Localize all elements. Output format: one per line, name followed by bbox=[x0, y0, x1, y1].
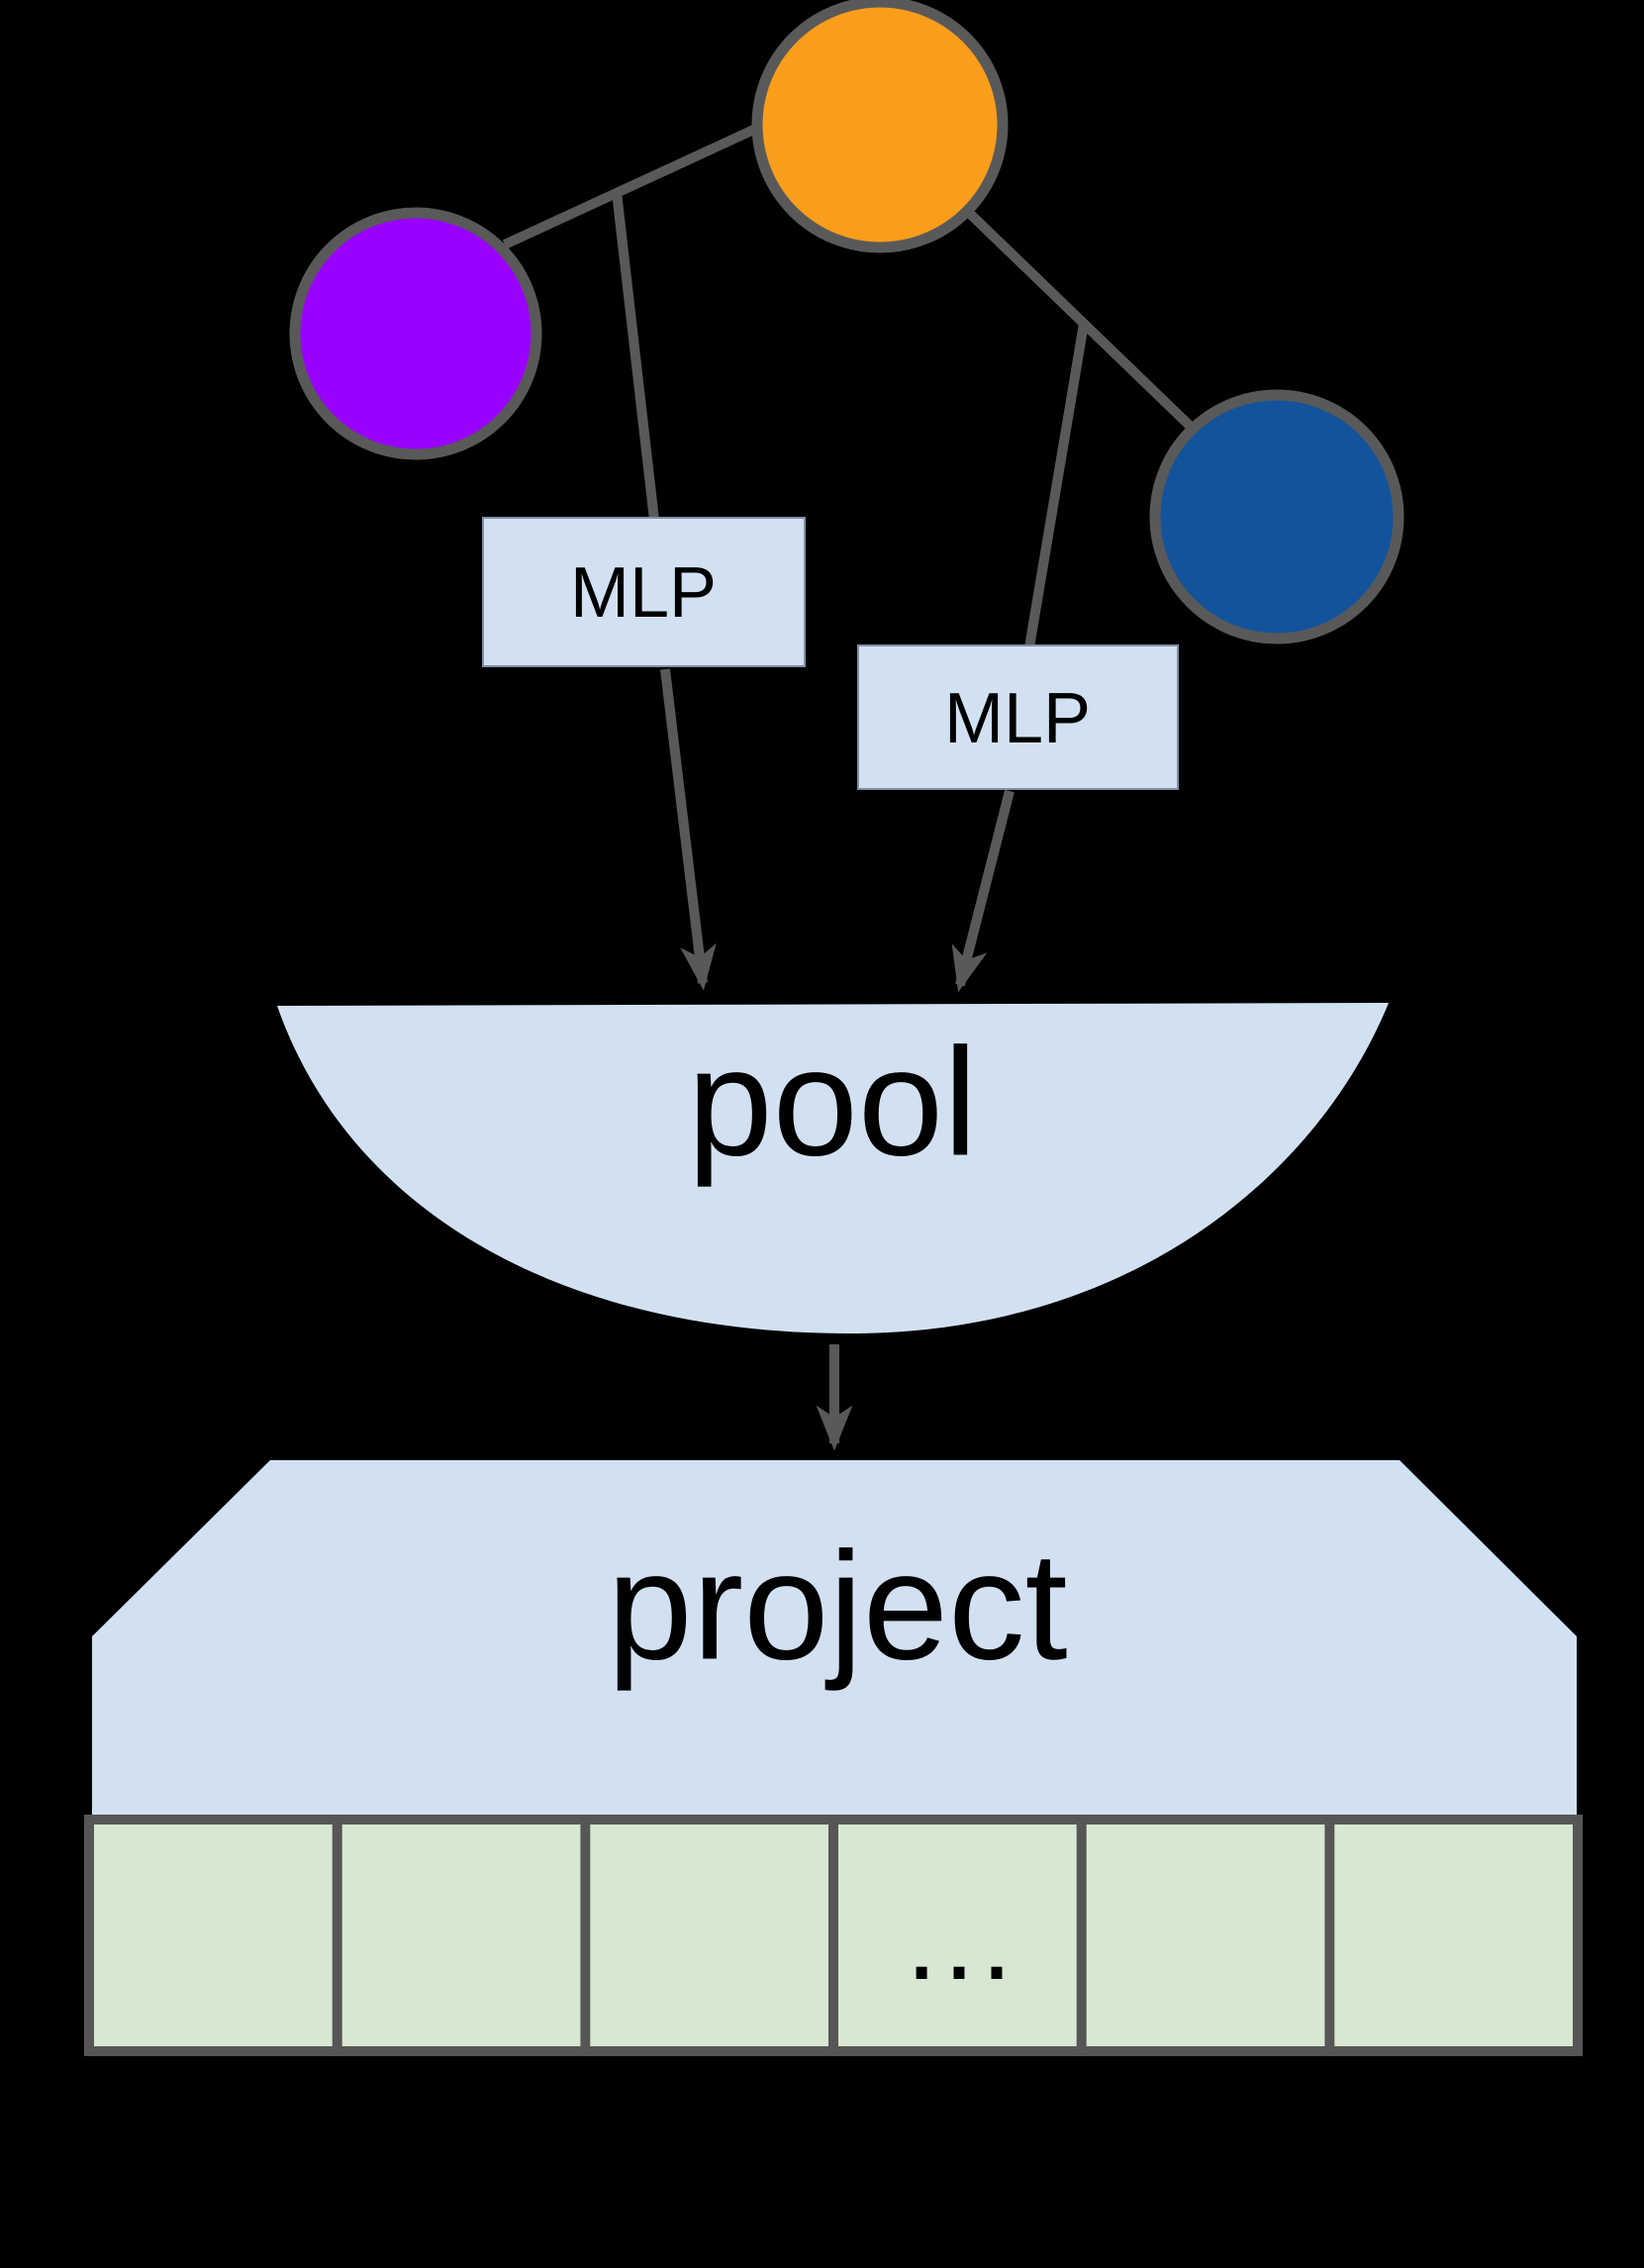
project-polygon bbox=[92, 1460, 1577, 1815]
project-shape: project bbox=[92, 1460, 1577, 1815]
arrow-mlp1-to-pool bbox=[660, 668, 717, 991]
mlp-box-1-rect bbox=[482, 517, 806, 667]
edge-purple-orange bbox=[502, 122, 763, 249]
pool-label: pool bbox=[687, 1017, 977, 1188]
blue-node bbox=[1149, 389, 1404, 644]
mlp-box-2-label: MLP bbox=[944, 679, 1091, 758]
mlp-box-2-rect bbox=[857, 644, 1179, 790]
mlp-box-1-label: MLP bbox=[570, 553, 717, 633]
project-label: project bbox=[607, 1521, 1067, 1692]
vector-cell bbox=[590, 1824, 828, 2046]
connector-edge2-to-mlp2 bbox=[1024, 323, 1089, 648]
mlp-box-1: MLP bbox=[482, 517, 806, 667]
pool-shape: pool bbox=[277, 1003, 1389, 1333]
embedding-vector-row: ... bbox=[84, 1815, 1583, 2056]
vector-ellipsis-label: ... bbox=[906, 1877, 1018, 2004]
vector-cell bbox=[1334, 1824, 1573, 2046]
vector-row-frame bbox=[84, 1815, 1583, 2056]
vector-cell bbox=[1086, 1824, 1325, 2046]
edge-orange-blue bbox=[961, 205, 1195, 431]
vector-cell-ellipsis bbox=[838, 1824, 1077, 2046]
pool-bowl bbox=[277, 1003, 1389, 1333]
purple-node bbox=[289, 207, 542, 460]
vector-cell bbox=[94, 1824, 333, 2046]
arrow-mlp2-to-pool bbox=[951, 789, 1015, 993]
connector-edge1-to-mlp1 bbox=[612, 191, 659, 521]
vector-cell bbox=[341, 1824, 581, 2046]
orange-node bbox=[751, 0, 1009, 253]
mlp-box-2: MLP bbox=[857, 644, 1179, 790]
